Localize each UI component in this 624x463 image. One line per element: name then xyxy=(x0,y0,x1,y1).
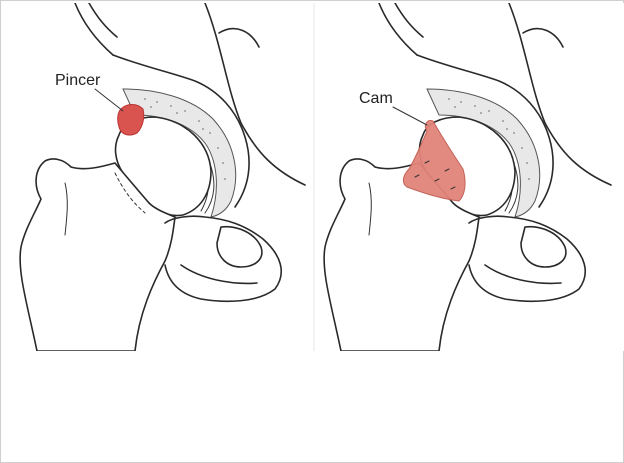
pincer-label: Pincer xyxy=(55,72,101,89)
cam-pointer-line xyxy=(393,107,427,125)
pincer-panel: Pincer xyxy=(5,3,315,351)
cam-panel: Cam xyxy=(315,3,624,351)
cam-label: Cam xyxy=(359,90,393,107)
cam-hip-illustration: Cam xyxy=(315,3,624,351)
pincer-hip-illustration: Pincer xyxy=(5,3,315,351)
pincer-pointer-line xyxy=(95,89,123,111)
